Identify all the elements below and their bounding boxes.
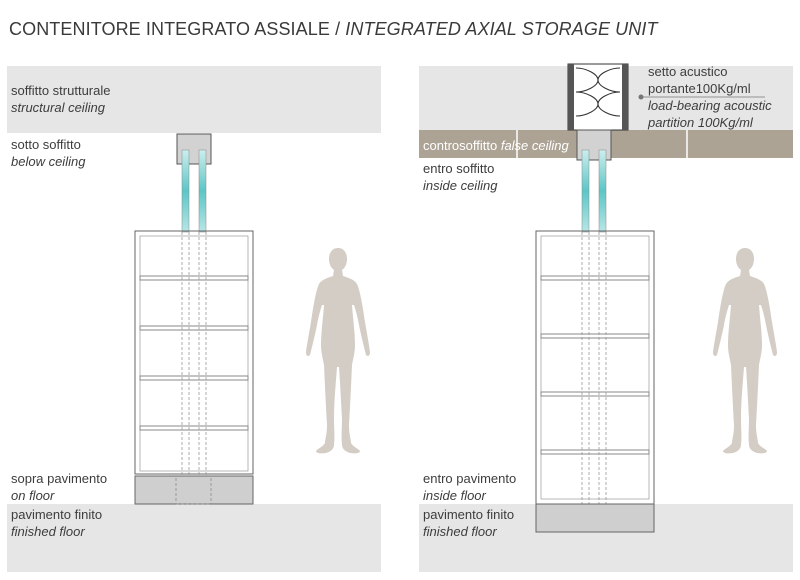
storage-cabinet — [535, 230, 655, 505]
label-finished-floor: pavimento finito finished floor — [11, 507, 103, 539]
label-on-floor: sopra pavimento on floor — [11, 471, 108, 503]
label-inside-floor: entro pavimento inside floor — [423, 471, 517, 503]
hidden-pipe-lines — [181, 232, 207, 500]
axial-pipe — [581, 149, 590, 233]
cabinet-shelves — [139, 275, 249, 431]
label-finished-floor-right: pavimento finito finished floor — [423, 507, 515, 539]
label-below-ceiling: sotto soffitto below ceiling — [11, 137, 86, 169]
axial-pipe — [198, 149, 207, 233]
label-acoustic-partition: setto acustico portante100Kg/ml load-bea… — [648, 64, 772, 130]
human-silhouette — [306, 248, 370, 454]
axial-pipe — [181, 149, 190, 233]
floor-base-box — [134, 475, 254, 505]
label-false-ceiling: controsoffitto false ceiling — [423, 138, 569, 153]
page-title: CONTENITORE INTEGRATO ASSIALE / INTEGRAT… — [9, 19, 658, 39]
human-silhouette — [713, 248, 777, 454]
cabinet-inner — [540, 235, 650, 500]
cabinet-inner — [139, 235, 249, 472]
acoustic-partition — [567, 63, 629, 131]
structural-ceiling-slab — [7, 66, 381, 133]
axial-pipe — [598, 149, 607, 233]
label-inside-ceiling: entro soffitto inside ceiling — [423, 161, 498, 193]
leader-dot — [638, 94, 644, 100]
cabinet-shelves — [540, 275, 650, 455]
floor-base-box — [535, 503, 655, 533]
finished-floor-slab — [7, 504, 381, 572]
insulation-pattern — [575, 67, 621, 117]
storage-cabinet — [134, 230, 254, 475]
label-structural-ceiling: soffitto strutturale structural ceiling — [11, 83, 111, 115]
base-pipe-lines — [175, 478, 212, 505]
